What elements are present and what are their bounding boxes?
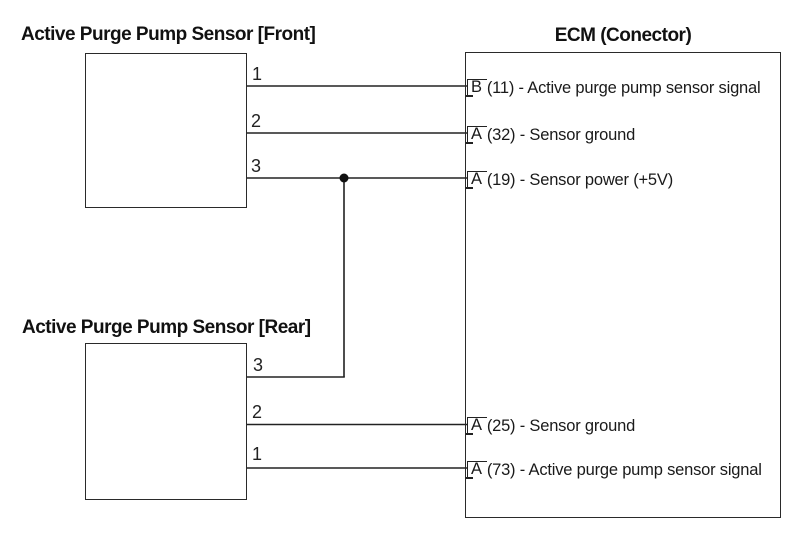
front-pin-1-number: 1: [252, 64, 263, 84]
terminal-bracket-icon: B: [466, 78, 487, 97]
rear-pin-2-number: 2: [252, 402, 263, 422]
ecm-terminal-a73: A(73) - Active purge pump sensor signal: [466, 460, 762, 479]
junction-dot: [339, 173, 349, 183]
ecm-title: ECM (Conector): [554, 25, 692, 46]
terminal-label: (73) - Active purge pump sensor signal: [486, 460, 762, 479]
ecm-terminal-a19: A(19) - Sensor power (+5V): [466, 170, 674, 189]
rear-pin-3-number: 3: [253, 355, 264, 375]
rear-sensor-title: Active Purge Pump Sensor [Rear]: [22, 317, 311, 338]
terminal-connector: A: [471, 125, 482, 143]
terminal-connector: B: [471, 78, 482, 96]
front-sensor-title: Active Purge Pump Sensor [Front]: [21, 24, 316, 45]
terminal-label: (32) - Sensor ground: [486, 125, 636, 144]
ecm-terminal-b11: B(11) - Active purge pump sensor signal: [466, 78, 761, 97]
front-sensor-box: [85, 53, 247, 208]
ecm-terminal-a25: A(25) - Sensor ground: [466, 416, 636, 435]
front-pin-2-number: 2: [251, 111, 262, 131]
rear-sensor-box: [85, 343, 247, 500]
front-pin-3-number: 3: [251, 156, 262, 176]
terminal-connector: A: [471, 170, 482, 188]
terminal-connector: A: [471, 416, 482, 434]
terminal-label: (11) - Active purge pump sensor signal: [486, 78, 761, 97]
terminal-bracket-icon: A: [466, 170, 487, 189]
ecm-box: [465, 52, 781, 518]
terminal-bracket-icon: A: [466, 460, 487, 479]
terminal-label: (25) - Sensor ground: [486, 416, 636, 435]
rear-pin-1-number: 1: [252, 444, 263, 464]
ecm-terminal-a32: A(32) - Sensor ground: [466, 125, 636, 144]
terminal-label: (19) - Sensor power (+5V): [486, 170, 674, 189]
terminal-connector: A: [471, 460, 482, 478]
terminal-bracket-icon: A: [466, 416, 487, 435]
terminal-bracket-icon: A: [466, 125, 487, 144]
